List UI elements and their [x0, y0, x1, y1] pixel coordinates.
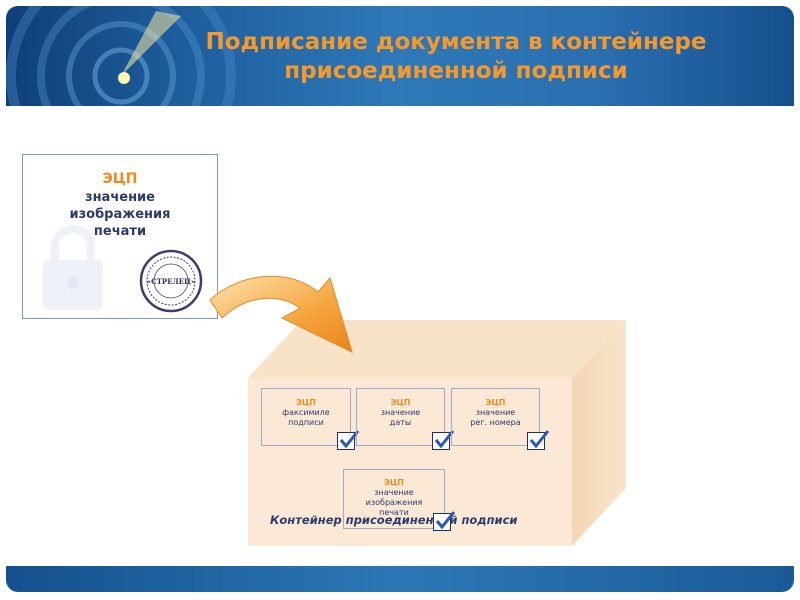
header-banner: Подписание документа в контейнере присое… [6, 6, 794, 106]
stamp-seal-icon: «СТРЕЛЕЦ» [139, 249, 203, 313]
slot-seal-image: ЭЦП значение изображения печати [343, 469, 445, 529]
slot-date: ЭЦП значение даты [356, 388, 445, 446]
slot-reg-number: ЭЦП значение рег. номера [451, 388, 540, 446]
container-label: Контейнер присоединенной подписи [270, 513, 518, 527]
slot-facsimile: ЭЦП факсимиле подписи [261, 388, 351, 446]
stamp-text: «СТРЕЛЕЦ» [147, 277, 195, 286]
arrow-icon [209, 275, 353, 353]
seal-ecp-label: ЭЦП [102, 171, 138, 187]
container-box-front [248, 378, 572, 546]
seal-caption: ЭЦП значение изображения печати [23, 171, 217, 240]
container-box-side [572, 320, 626, 546]
lock-icon [43, 225, 103, 310]
checkmark-icon [527, 430, 550, 450]
footer-bar [6, 566, 794, 592]
checkmark-icon [432, 430, 455, 450]
page-title: Подписание документа в контейнере присое… [205, 29, 707, 84]
checkmark-icon [433, 511, 456, 531]
radar-decoration-icon [6, 6, 236, 106]
checkmark-icon [337, 430, 360, 450]
